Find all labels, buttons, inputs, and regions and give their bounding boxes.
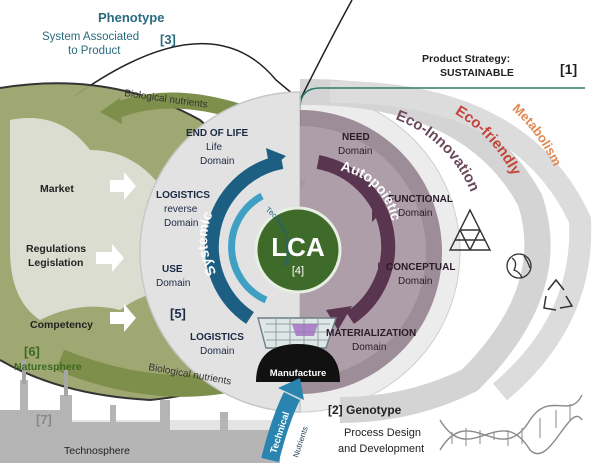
phenotype-subtitle-2: to Product — [68, 45, 121, 57]
systemic-ref: [5] — [170, 306, 186, 321]
label-legislation: Legislation — [28, 257, 83, 269]
systemic-domain-2-l3: Domain — [164, 218, 198, 229]
arrow-market — [110, 172, 136, 200]
technical-arrowhead — [278, 378, 304, 400]
systemic-domain-2-l1: LOGISTICS — [156, 190, 210, 201]
technical-arrow — [261, 391, 301, 463]
autopoietic-tick-1 — [372, 206, 380, 222]
strategy-ref: [1] — [560, 61, 577, 77]
autopoietic-domain-2-l1: FUNCTIONAL — [388, 194, 453, 205]
autopoietic-arrowhead — [326, 306, 352, 330]
systemic-domain-1-l3: Domain — [200, 156, 234, 167]
autopoietic-domain-4-l2: Domain — [352, 342, 386, 353]
lca-circle — [254, 206, 342, 294]
world-icon — [506, 253, 532, 279]
technosphere-label: Technosphere — [64, 445, 130, 457]
label-market: Market — [40, 183, 74, 195]
genotype-line1: Process Design — [344, 427, 421, 439]
triangle-network-icon — [448, 208, 492, 251]
manufacture-label: Manufacture — [270, 368, 326, 379]
autopoietic-domain-2-l2: Domain — [398, 208, 432, 219]
autopoietic-domain-1-l1: NEED — [342, 132, 370, 143]
manufacture-dome — [256, 344, 340, 382]
phenotype-title: Phenotype — [98, 10, 164, 25]
phenotype-arc-right — [299, 0, 353, 101]
naturesphere-label: Naturesphere — [14, 361, 82, 373]
genotype-ref: [2] Genotype — [328, 403, 402, 417]
systemic-arrowhead — [266, 148, 286, 170]
autopoietic-ring — [316, 155, 396, 324]
autopoietic-domain-4-l1: MATERIALIZATION — [326, 328, 416, 339]
technical-outer-label-2: Nutrients — [291, 425, 309, 458]
autopoietic-domain-1-l2: Domain — [338, 146, 372, 157]
genotype-line2: and Development — [338, 443, 424, 455]
systemic-domain-4-l2: Domain — [200, 346, 234, 357]
phenotype-subtitle: System Associated — [42, 31, 139, 43]
systemic-domain-4-l1: LOGISTICS — [190, 332, 244, 343]
phenotype-ref: [3] — [160, 32, 176, 47]
autopoietic-tick-2 — [378, 262, 386, 278]
label-competency: Competency — [30, 319, 93, 331]
strategy-line1: Product Strategy: — [422, 53, 510, 65]
arrow-regulations — [96, 244, 124, 272]
systemic-ring — [204, 155, 284, 324]
technosphere-ref: [7] — [36, 412, 52, 427]
label-regulations: Regulations — [26, 243, 86, 255]
naturesphere-ref: [6] — [24, 344, 40, 359]
technosphere-graphic — [0, 360, 280, 463]
systemic-domain-1-l2: Life — [206, 142, 223, 153]
phenotype-arc — [74, 42, 301, 101]
systemic-domain-3-l2: Domain — [156, 278, 190, 289]
dna-icon — [439, 394, 583, 455]
technical-inner-ring — [228, 192, 268, 304]
recycle-icon — [543, 278, 574, 311]
cart-icon — [257, 317, 337, 349]
autopoietic-domain-3-l2: Domain — [398, 276, 432, 287]
strategy-line2: SUSTAINABLE — [440, 67, 514, 79]
bio-arrow-top — [115, 92, 243, 120]
lca-ref: [4] — [292, 265, 304, 277]
autopoietic-domain-3-l1: CONCEPTUAL — [386, 262, 455, 273]
systemic-domain-2-l2: reverse — [164, 204, 198, 215]
systemic-domain-1-l1: END OF LIFE — [186, 128, 249, 139]
arrow-competency — [110, 304, 136, 332]
lca-label: LCA — [271, 232, 325, 262]
bio-arrowhead-top — [100, 98, 122, 124]
arc-band-3 — [329, 80, 592, 401]
systemic-domain-3-l1: USE — [162, 264, 183, 275]
